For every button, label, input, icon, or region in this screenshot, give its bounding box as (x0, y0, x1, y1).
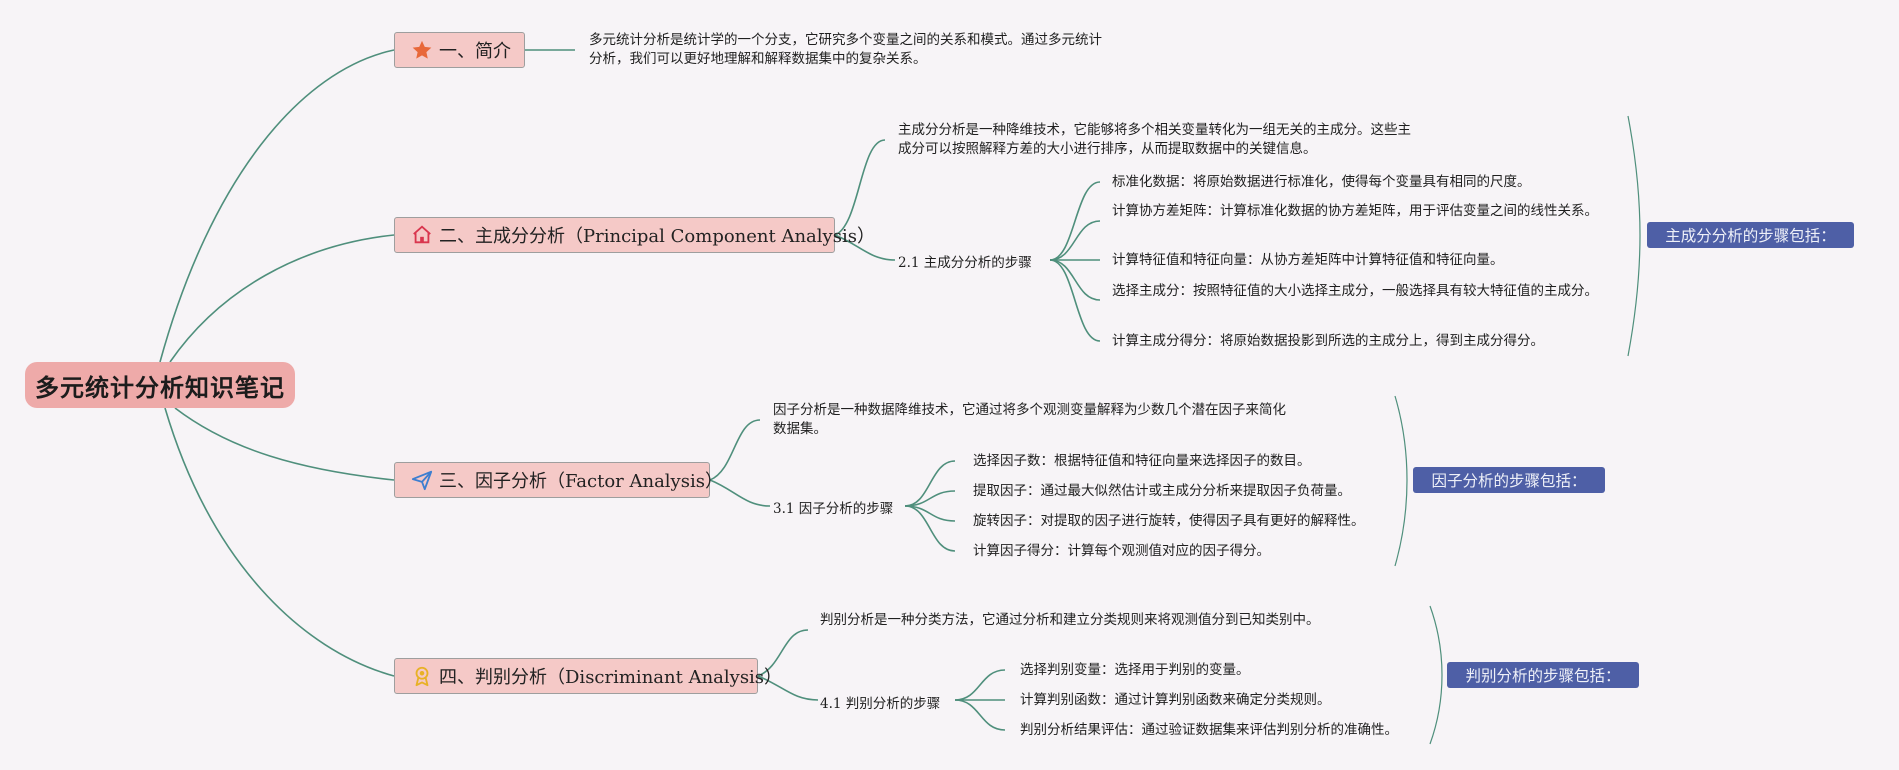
t4-desc-link (757, 629, 809, 677)
steps-label: 4.1 判别分析的步骤 (820, 696, 941, 712)
t3-step-4 (904, 505, 956, 552)
t2-step-1 (1049, 181, 1101, 261)
t2-steps-link (834, 234, 896, 261)
t2-bracket (1627, 115, 1641, 357)
topic-label: 三、因子分析（Factor Analysis） (439, 471, 723, 492)
topic-label: 二、主成分分析（Principal Component Analysis） (439, 226, 875, 247)
summary-label: 主成分分析的步骤包括： (1665, 227, 1836, 245)
step-item: 旋转因子：对提取的因子进行旋转，使得因子具有更好的解释性。 (973, 513, 1365, 529)
topic-discriminant-analysis[interactable]: 四、判别分析（Discriminant Analysis） (394, 658, 782, 694)
summary-tag[interactable]: 主成分分析的步骤包括： (1647, 222, 1854, 248)
step-item: 计算特征值和特征向量：从协方差矩阵中计算特征值和特征向量。 (1112, 252, 1504, 268)
t2-step-2 (1049, 220, 1101, 261)
topic-description: 判别分析是一种分类方法，它通过分析和建立分类规则来将观测值分到已知类别中。 (820, 612, 1320, 628)
step-item: 判别分析结果评估：通过验证数据集来评估判别分析的准确性。 (1020, 722, 1398, 738)
summary-tag[interactable]: 因子分析的步骤包括： (1413, 467, 1605, 493)
summary-label: 判别分析的步骤包括： (1465, 667, 1621, 685)
t4-steps-link (757, 675, 819, 701)
step-item: 计算协方差矩阵：计算标准化数据的协方差矩阵，用于评估变量之间的线性关系。 (1112, 203, 1598, 219)
root-link-3 (174, 407, 395, 481)
topic-pca[interactable]: 二、主成分分析（Principal Component Analysis） (394, 217, 875, 253)
t3-step-1 (904, 460, 956, 507)
root-link-1 (159, 49, 395, 363)
root-link-4 (164, 407, 395, 677)
t4-step-1 (954, 669, 1006, 701)
topic-introduction[interactable]: 一、简介 (394, 32, 525, 68)
step-item: 选择因子数：根据特征值和特征向量来选择因子的数目。 (973, 453, 1311, 469)
topic-description: 多元统计分析是统计学的一个分支，它研究多个变量之间的关系和模式。通过多元统计分析… (589, 32, 1102, 67)
t3-steps-link (709, 479, 771, 507)
root-title: 多元统计分析知识笔记 (35, 373, 285, 402)
t4-bracket (1429, 605, 1443, 745)
step-item: 计算判别函数：通过计算判别函数来确定分类规则。 (1020, 692, 1331, 708)
t4-step-3 (954, 699, 1006, 731)
root-link-2 (169, 234, 395, 363)
steps-label: 3.1 因子分析的步骤 (773, 501, 894, 517)
t2-step-4 (1049, 259, 1101, 301)
t3-bracket (1394, 395, 1408, 567)
topic-factor-analysis[interactable]: 三、因子分析（Factor Analysis） (394, 462, 723, 498)
step-item: 选择主成分：按照特征值的大小选择主成分，一般选择具有较大特征值的主成分。 (1112, 283, 1598, 299)
step-item: 选择判别变量：选择用于判别的变量。 (1020, 662, 1250, 678)
t2-desc-link (834, 139, 886, 236)
topic-description: 主成分分析是一种降维技术，它能够将多个相关变量转化为一组无关的主成分。这些主成分… (898, 122, 1411, 157)
step-item: 标准化数据：将原始数据进行标准化，使得每个变量具有相同的尺度。 (1112, 174, 1531, 190)
paper-plane-icon (411, 469, 433, 491)
step-item: 提取因子：通过最大似然估计或主成分分析来提取因子负荷量。 (973, 483, 1351, 499)
home-icon (411, 224, 433, 246)
t3-desc-link (709, 419, 761, 481)
topic-label: 四、判别分析（Discriminant Analysis） (439, 667, 783, 688)
award-icon (411, 665, 433, 687)
step-item: 计算因子得分：计算每个观测值对应的因子得分。 (973, 543, 1270, 559)
summary-tag[interactable]: 判别分析的步骤包括： (1447, 662, 1639, 688)
t2-step-5 (1049, 259, 1101, 342)
topic-label: 一、简介 (439, 41, 511, 62)
summary-label: 因子分析的步骤包括： (1431, 472, 1587, 490)
root-node[interactable]: 多元统计分析知识笔记 (25, 362, 295, 408)
star-icon (411, 39, 433, 61)
step-item: 计算主成分得分：将原始数据投影到所选的主成分上，得到主成分得分。 (1112, 333, 1544, 349)
steps-label: 2.1 主成分分析的步骤 (898, 255, 1032, 271)
topic-description: 因子分析是一种数据降维技术，它通过将多个观测变量解释为少数几个潜在因子来简化数据… (773, 402, 1286, 437)
